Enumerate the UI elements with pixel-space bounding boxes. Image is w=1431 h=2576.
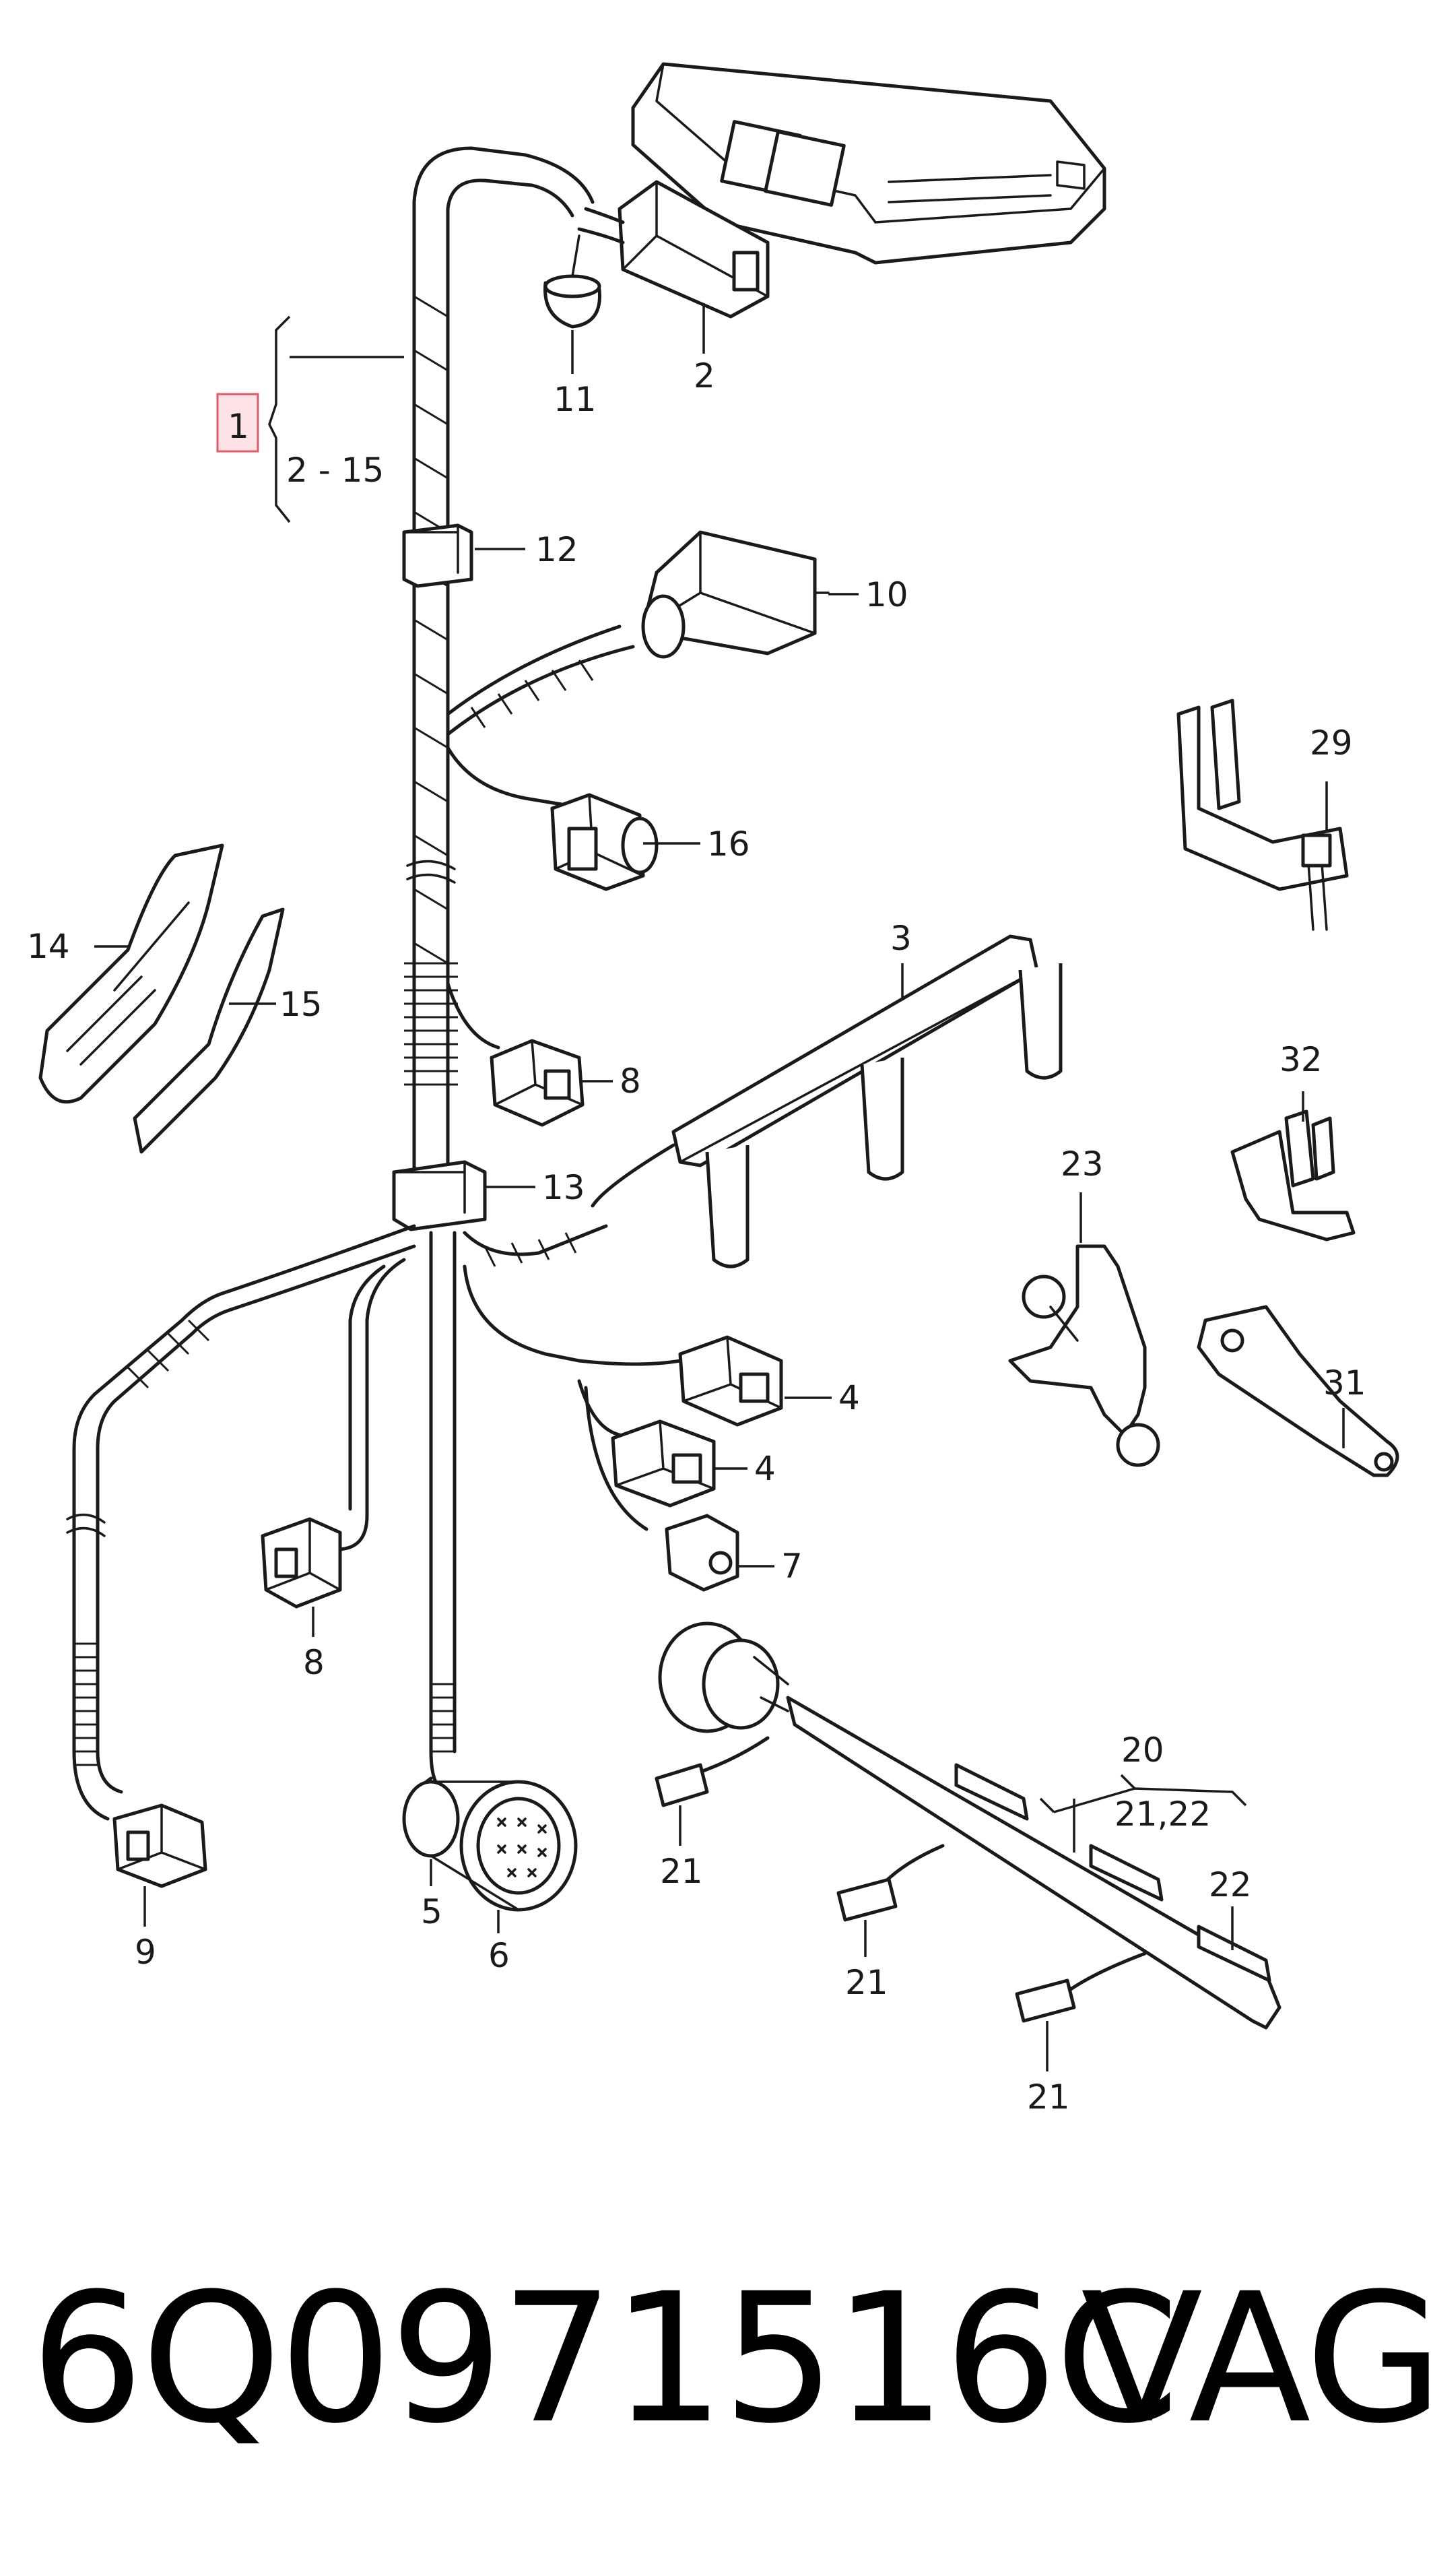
callout-23: 23: [1061, 1145, 1104, 1184]
harness-lower-split: [66, 1224, 608, 1821]
callout-9: 9: [135, 1933, 156, 1972]
connector-7: [584, 1386, 739, 1592]
callout-3: 3: [890, 919, 912, 958]
callout-12: 12: [535, 530, 578, 569]
leader-lines: [94, 303, 1345, 2071]
connector-2: [577, 180, 770, 319]
part-number: 6Q0971516C: [30, 2255, 1179, 2463]
bracket-23: [1008, 1244, 1160, 1467]
clip-12: [402, 523, 473, 588]
callout-21-a: 21: [660, 1852, 703, 1891]
callout-labels: 1 2 - 15 2 11 12 10 16 29 14 15 3 8 32 1…: [27, 356, 1366, 2117]
callout-21-c: 21: [1027, 2078, 1070, 2117]
round-connector-5-6: [402, 1776, 578, 1912]
bracket-31: [1197, 1305, 1399, 1477]
connector-4-lower: [577, 1379, 716, 1508]
ecu-module: [631, 62, 1106, 265]
callout-11: 11: [554, 380, 597, 419]
callout-13: 13: [542, 1168, 585, 1207]
callout-4-upper: 4: [838, 1378, 860, 1417]
callout-1: 1: [228, 407, 249, 446]
callout-14: 14: [27, 927, 70, 966]
callout-8-upper: 8: [620, 1062, 641, 1101]
clip-11: [543, 234, 601, 329]
connector-9: [112, 1803, 207, 1888]
callout-2: 2: [694, 356, 715, 395]
bracket-14-15: [38, 843, 285, 1154]
bracket-29: [1176, 699, 1349, 931]
callout-16: 16: [707, 825, 750, 864]
connector-16: [446, 746, 659, 891]
injector-harness-20: [655, 1621, 1282, 2030]
connector-8-upper: [446, 981, 585, 1127]
callout-10: 10: [865, 575, 908, 614]
callout-21-b: 21: [845, 1963, 888, 2002]
callout-22: 22: [1209, 1865, 1252, 1904]
main-harness-trunk: [404, 146, 595, 1215]
connector-4-upper: [577, 1335, 783, 1427]
connector-8-lower: [261, 1517, 342, 1609]
callout-4-lower: 4: [754, 1449, 776, 1488]
callout-7: 7: [781, 1547, 803, 1586]
callout-15: 15: [279, 985, 323, 1024]
injector-rail-3: [591, 934, 1063, 1268]
callout-8-lower: 8: [303, 1643, 325, 1682]
bracket-32: [1230, 1109, 1356, 1242]
connector-10: [446, 530, 830, 736]
callout-29: 29: [1310, 723, 1353, 763]
callout-2-15: 2 - 15: [286, 451, 384, 490]
callout-20-sub: 21,22: [1114, 1795, 1211, 1834]
callout-6: 6: [488, 1936, 510, 1975]
callout-31: 31: [1323, 1363, 1366, 1403]
callout-1-bracket: [216, 315, 404, 523]
callout-5: 5: [421, 1892, 442, 1931]
callout-20: 20: [1121, 1731, 1164, 1770]
clip-13: [392, 1160, 487, 1231]
brand-label: VAG: [1081, 2255, 1431, 2463]
callout-32: 32: [1279, 1040, 1323, 1079]
